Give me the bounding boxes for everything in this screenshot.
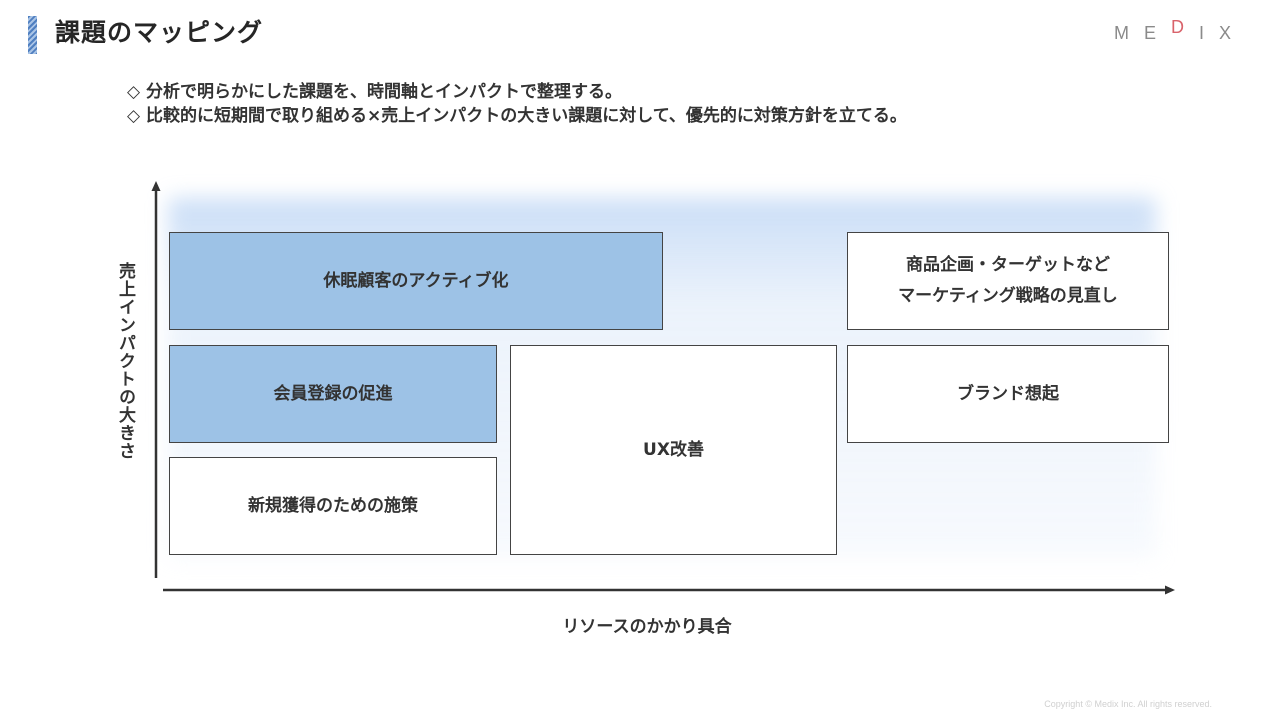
x-axis-label: リソースのかかり具合	[562, 617, 732, 637]
title-accent-bar	[28, 16, 37, 54]
y-axis-arrowhead	[151, 181, 161, 191]
bullet-list: ◇ 分析で明らかにした課題を、時間軸とインパクトで整理する。 ◇ 比較的に短期間…	[127, 80, 907, 128]
issue-box-label: ブランド想起	[957, 383, 1059, 404]
issue-box-label: 休眠顧客のアクティブ化	[323, 270, 509, 291]
company-logo: MEDIX	[1113, 17, 1246, 44]
y-axis-label: 売上インパクトの大きさ	[115, 262, 135, 460]
issue-box-member-registration: 会員登録の促進	[169, 345, 497, 443]
logo-text-start: ME	[1113, 23, 1171, 43]
issue-box-dormant-customer-activation: 休眠顧客のアクティブ化	[169, 232, 663, 330]
issue-box-brand-recall: ブランド想起	[847, 345, 1169, 443]
issue-box-ux-improvement: UX改善	[510, 345, 837, 555]
logo-text-accent: D	[1170, 17, 1199, 37]
bullet-item: ◇ 分析で明らかにした課題を、時間軸とインパクトで整理する。	[127, 82, 622, 102]
logo-text-end: IX	[1198, 23, 1246, 43]
issue-box-label: 商品企画・ターゲットなど マーケティング戦略の見直し	[898, 255, 1118, 306]
copyright-notice: Copyright © Medix Inc. All rights reserv…	[1044, 699, 1212, 709]
issue-box-label: 新規獲得のための施策	[248, 495, 418, 516]
issue-box-new-acquisition: 新規獲得のための施策	[169, 457, 497, 555]
issue-box-marketing-strategy-review: 商品企画・ターゲットなど マーケティング戦略の見直し	[847, 232, 1169, 330]
bullet-item: ◇ 比較的に短期間で取り組める×売上インパクトの大きい課題に対して、優先的に対策…	[127, 106, 907, 126]
issue-box-label: 会員登録の促進	[273, 383, 393, 404]
page-title: 課題のマッピング	[55, 18, 264, 47]
issue-box-label: UX改善	[643, 439, 704, 460]
x-axis-arrowhead	[1165, 585, 1175, 595]
